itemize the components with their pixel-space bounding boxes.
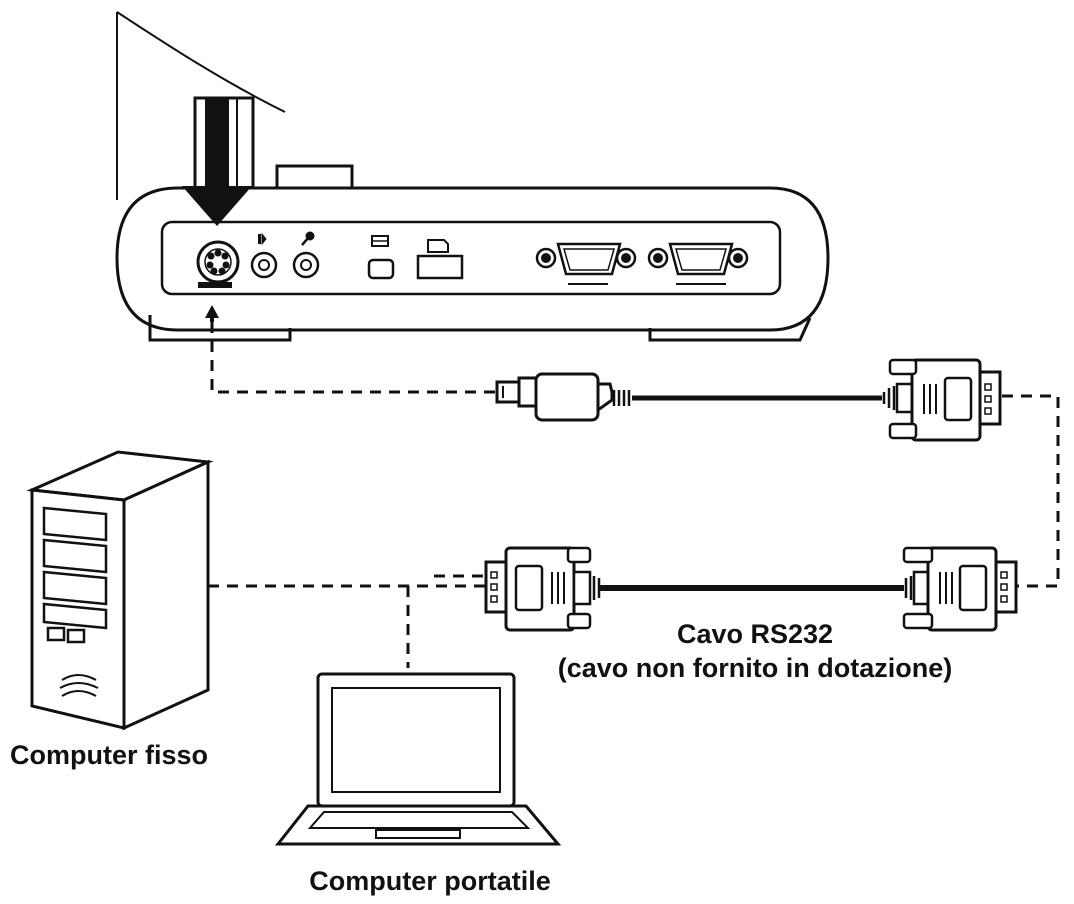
audio-out-jack — [250, 232, 278, 279]
laptop-screen — [331, 687, 501, 793]
usb-port — [367, 235, 395, 280]
mini-din-port — [196, 240, 240, 288]
dashed-camera-to-plug — [210, 322, 500, 394]
db9-connector-right — [902, 546, 1018, 632]
down-arrow-icon — [182, 98, 252, 226]
dashed-top-db9-to-bottom-db9 — [1000, 394, 1060, 588]
up-arrow-icon — [205, 305, 219, 322]
laptop-base — [274, 804, 562, 846]
cable-title-label: Cavo RS232 — [676, 619, 834, 649]
rs232-cable — [484, 546, 1018, 632]
rear-panel — [160, 220, 782, 296]
microphone-jack — [292, 231, 320, 279]
mini-din-plug-icon — [495, 372, 631, 422]
laptop-label: Computer portatile — [309, 866, 551, 896]
db9-connector-left — [484, 546, 601, 632]
sd-card-slot — [416, 239, 464, 280]
desktop-computer-icon — [26, 450, 214, 731]
cable-subtitle-label: (cavo non fornito in dotazione) — [557, 653, 953, 683]
laptop-computer-icon — [274, 672, 562, 846]
desktop-label: Computer fisso — [10, 740, 209, 770]
tower-side — [122, 459, 210, 731]
db9-connector-top — [882, 358, 1002, 442]
document-camera — [115, 11, 830, 342]
dashed-connections — [208, 322, 1060, 668]
camera-base-foot — [148, 315, 812, 342]
camera-arm-outline — [116, 11, 286, 200]
vga-in-port — [535, 242, 637, 285]
adapter-cable — [495, 358, 1002, 442]
vga-out-port — [647, 242, 749, 285]
tower-front — [30, 488, 126, 730]
